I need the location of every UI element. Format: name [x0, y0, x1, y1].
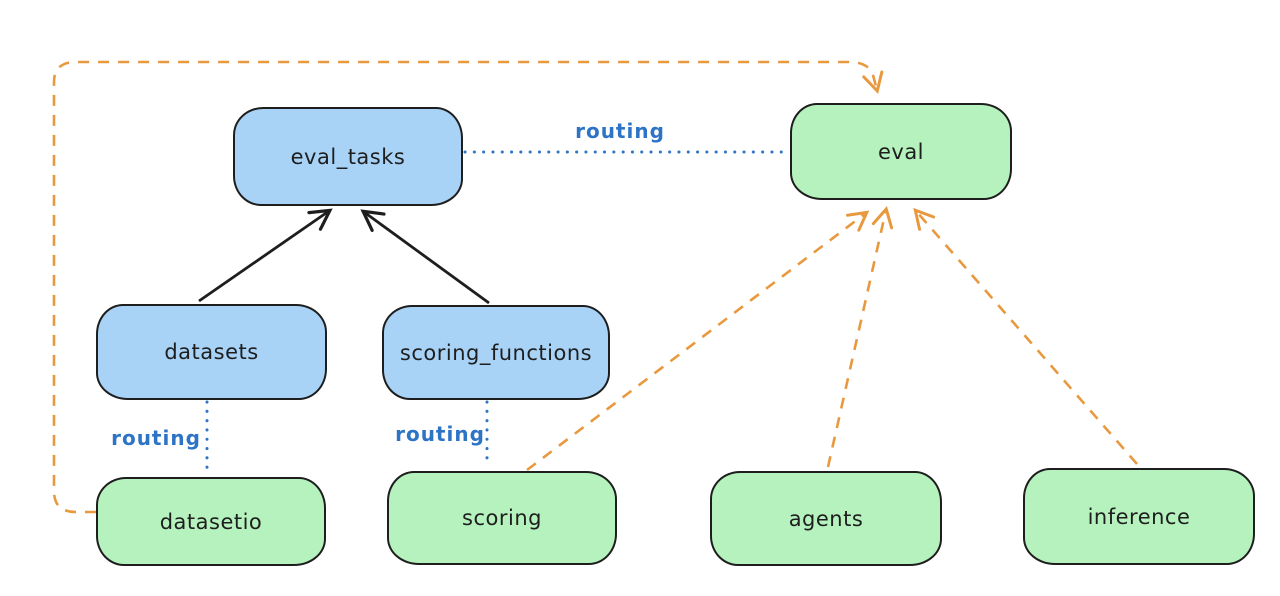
edge-scoring-to-eval	[526, 210, 870, 472]
node-datasetio-label: datasetio	[159, 509, 263, 534]
node-inference-label: inference	[1087, 504, 1191, 529]
edge-agents-to-eval	[826, 205, 894, 468]
node-eval-label: eval	[877, 139, 925, 164]
node-agents: agents	[710, 471, 942, 566]
edge-datasetio-to-eval	[52, 60, 884, 514]
edge-label-routing-datasets: routing	[111, 426, 201, 450]
edge-scoring-functions-to-eval-tasks	[360, 209, 490, 305]
node-eval-tasks-label: eval_tasks	[290, 144, 406, 169]
node-datasets-label: datasets	[164, 340, 259, 364]
node-datasets: datasets	[96, 304, 327, 400]
node-eval-tasks: eval_tasks	[233, 107, 463, 206]
node-datasetio: datasetio	[96, 477, 326, 566]
edge-label-routing-top: routing	[575, 119, 665, 143]
node-eval: eval	[790, 103, 1012, 200]
node-agents-label: agents	[788, 506, 864, 531]
node-inference: inference	[1023, 468, 1255, 565]
node-scoring: scoring	[387, 471, 617, 565]
node-scoring-label: scoring	[462, 506, 542, 530]
edge-datasets-to-eval-tasks	[198, 208, 333, 303]
edge-inference-to-eval	[913, 207, 1138, 465]
edge-label-routing-scoring: routing	[395, 422, 485, 446]
node-scoring-functions: scoring_functions	[382, 305, 610, 400]
node-scoring-functions-label: scoring_functions	[399, 340, 593, 365]
